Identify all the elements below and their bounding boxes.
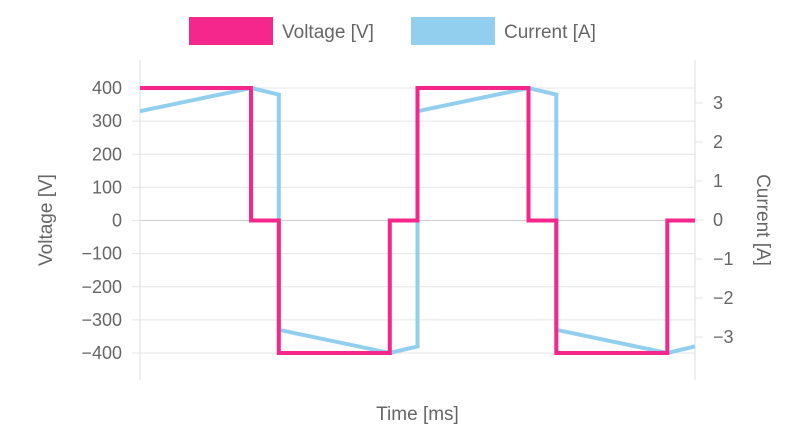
series-line-voltage <box>140 86 695 355</box>
axes: 400 300 200 100 0 −100 −200 −300 −400 3 2 1 0 −1 −2 −3 <box>81 60 734 380</box>
y-right-tick-label: −3 <box>713 327 734 347</box>
legend-swatch-voltage[interactable] <box>189 17 273 45</box>
y-left-tick-label: 100 <box>92 177 122 197</box>
y-right-tick-label: −2 <box>713 288 734 308</box>
y-left-tick-label: −300 <box>81 310 122 330</box>
series-lines <box>139 85 696 356</box>
y-left-tick-label: 0 <box>112 211 122 231</box>
y-right-tick-label: 1 <box>713 171 723 191</box>
y-left-tick-label: 200 <box>92 144 122 164</box>
y-left-tick-label: −100 <box>81 244 122 264</box>
y-left-tick-label: −400 <box>81 343 122 363</box>
y-right-tick-label: 2 <box>713 132 723 152</box>
y-right-tick-label: −1 <box>713 249 734 269</box>
legend-swatch-current[interactable] <box>411 17 495 45</box>
y-right-tick-label: 3 <box>713 93 723 113</box>
y-left-tick-label: 400 <box>92 78 122 98</box>
legend-label-current[interactable]: Current [A] <box>504 22 596 43</box>
y-right-tick-label: 0 <box>713 210 723 230</box>
legend[interactable]: Voltage [V] Current [A] <box>189 17 596 45</box>
y-axis-left-title: Voltage [V] <box>36 174 57 266</box>
y-left-tick-label: 300 <box>92 111 122 131</box>
y-left-tick-label: −200 <box>81 277 122 297</box>
y-axis-right-title: Current [A] <box>752 174 773 266</box>
series-line-current <box>139 85 696 356</box>
x-axis-title: Time [ms] <box>376 404 459 425</box>
legend-label-voltage[interactable]: Voltage [V] <box>282 22 374 43</box>
